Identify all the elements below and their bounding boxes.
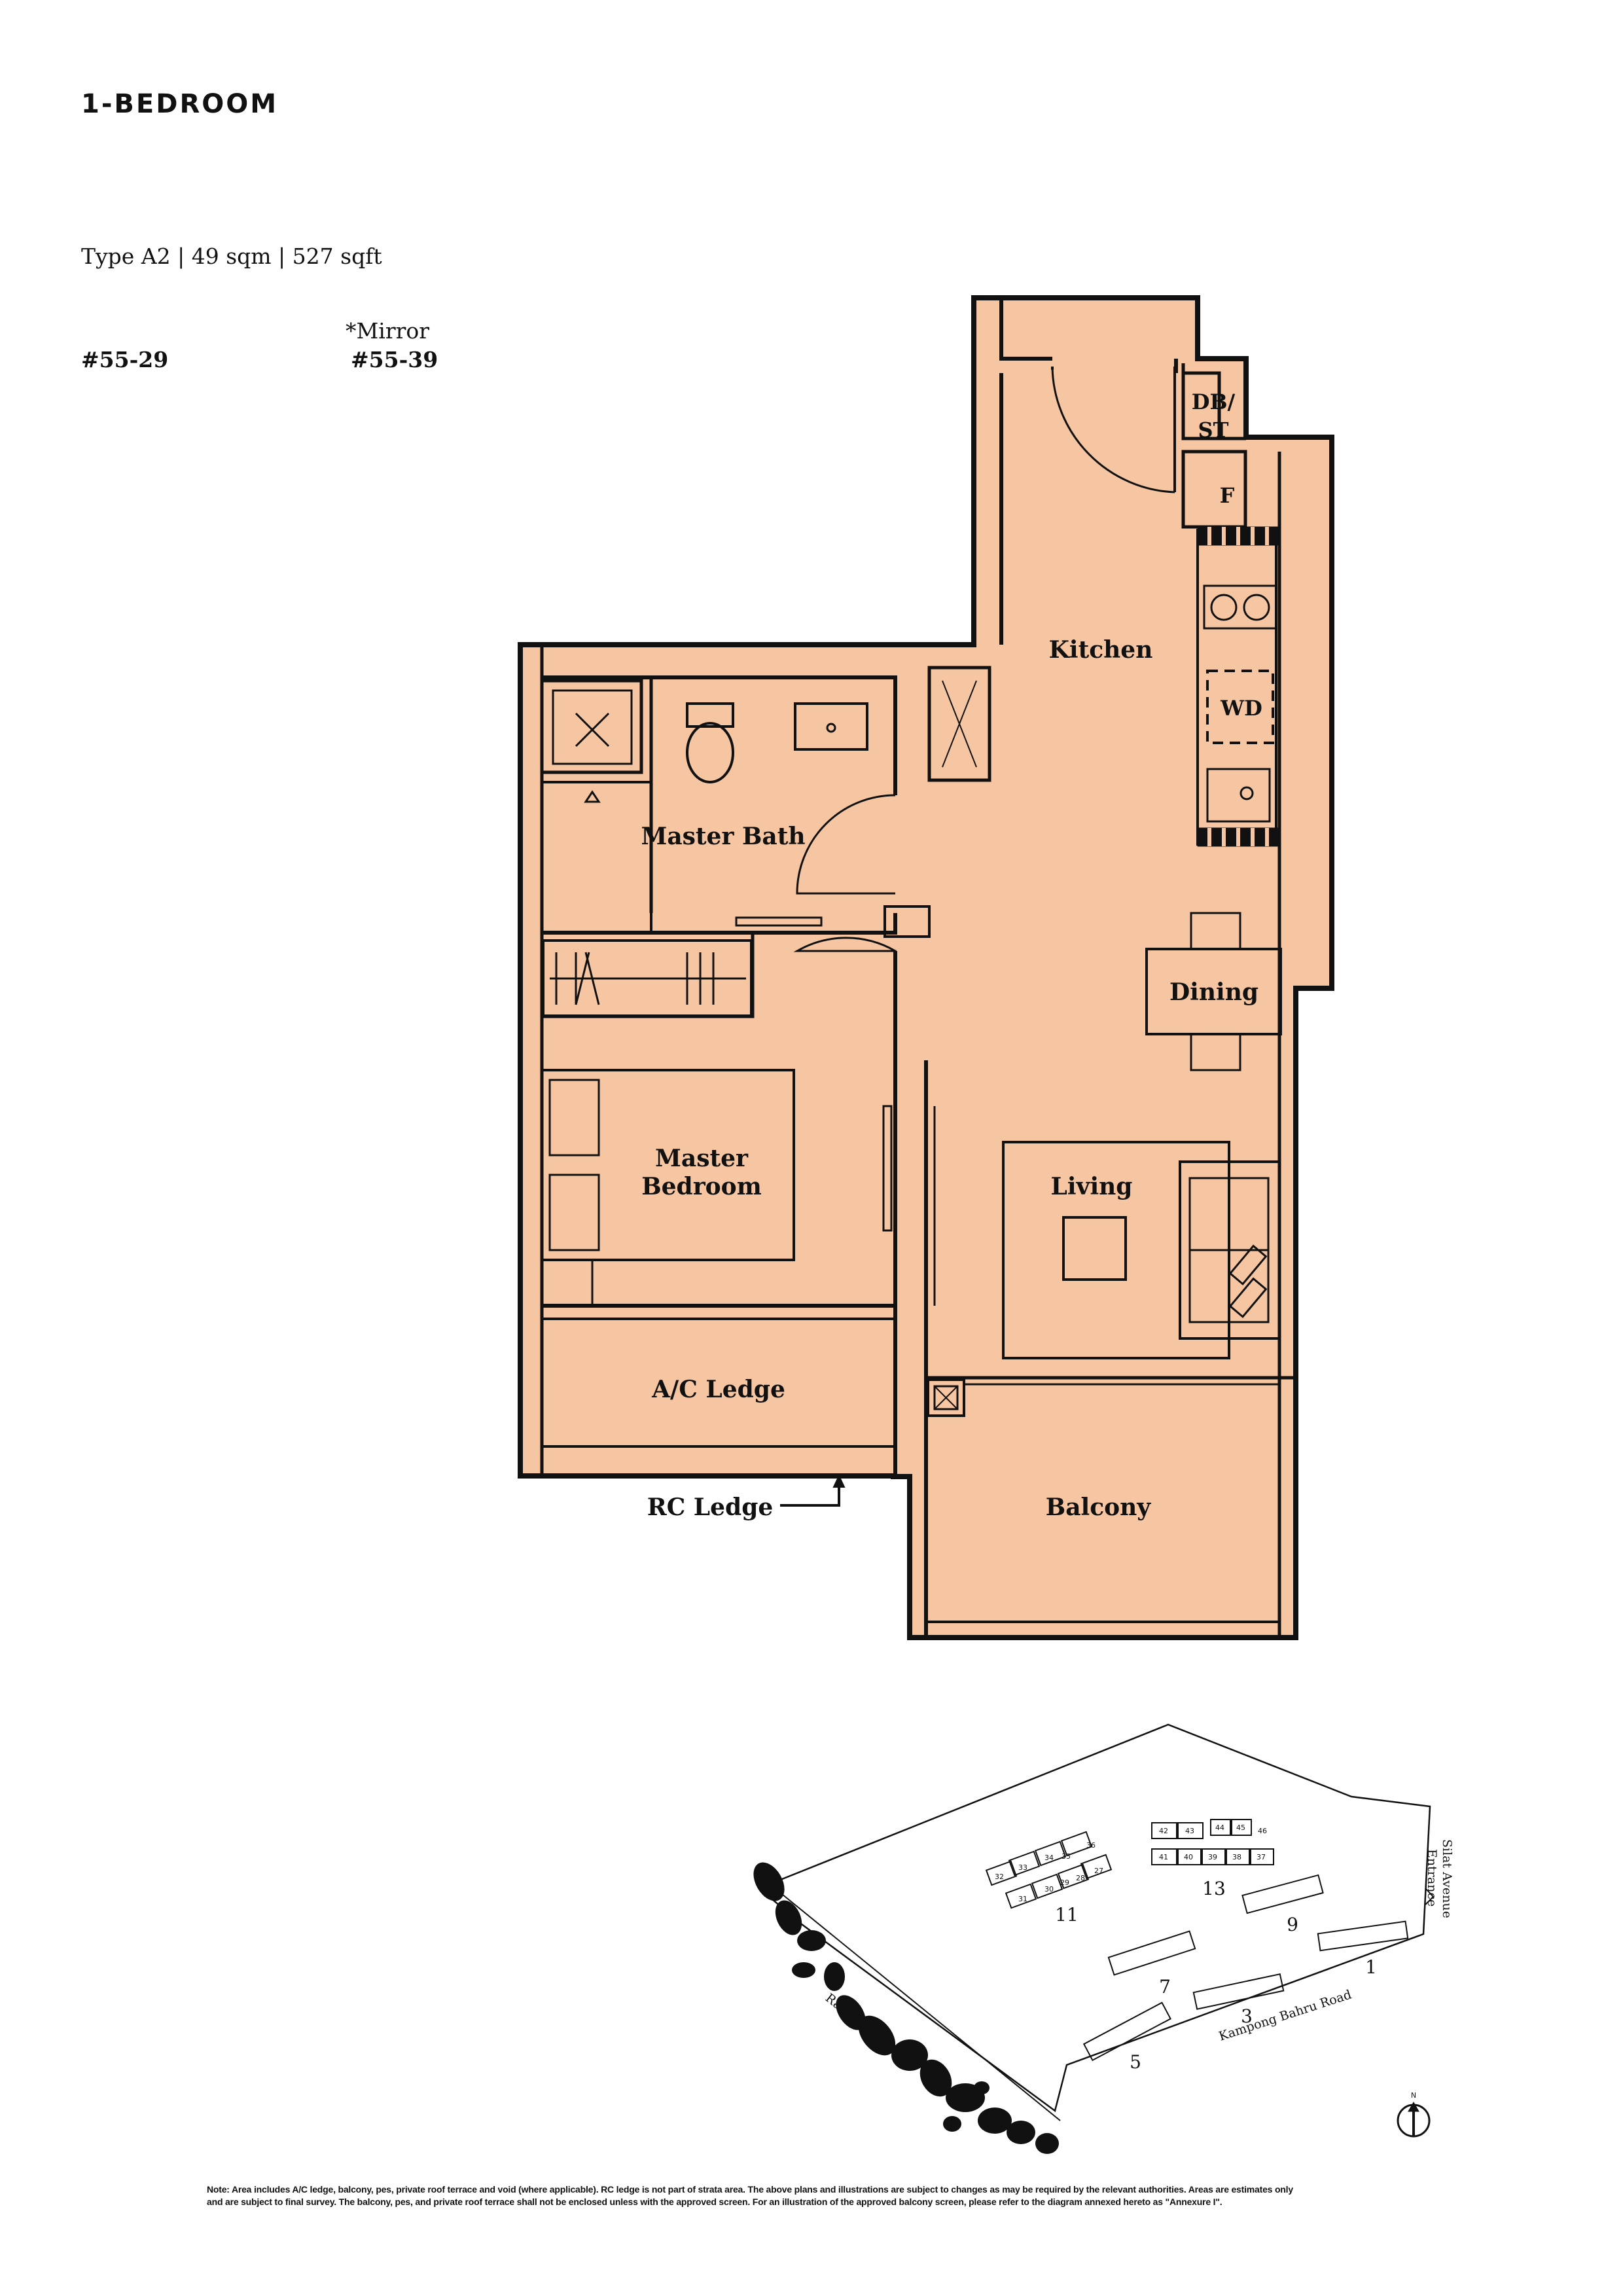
silat-avenue-label-line1: Silat Avenue — [1440, 1839, 1454, 1918]
sofa — [1179, 1160, 1281, 1340]
block-label-9: 9 — [1287, 1914, 1298, 1935]
footer-note-line2: and are subject to final survey. The bal… — [207, 2197, 1222, 2207]
living-label: Living — [1051, 1173, 1133, 1200]
block-label-5: 5 — [1130, 2051, 1141, 2073]
unit-num-33: 33 — [1018, 1863, 1027, 1872]
block-9 — [1241, 1874, 1324, 1914]
north-label: N — [1411, 2091, 1416, 2100]
basin-icon — [794, 702, 868, 751]
entrance-arrow — [1425, 1888, 1435, 1905]
kitchen-label: Kitchen — [1049, 636, 1153, 664]
unit-num-39: 39 — [1208, 1853, 1217, 1861]
page-heading: 1-BEDROOM — [81, 89, 279, 119]
bedroom-door-swing — [793, 937, 897, 1049]
block-11 — [985, 1831, 1113, 1909]
block-label-13: 13 — [1202, 1878, 1226, 1899]
block-13 — [1151, 1819, 1274, 1865]
balcony-label: Balcony — [1046, 1494, 1152, 1521]
block-1 — [1317, 1920, 1409, 1952]
rail-corridor-trees — [753, 1862, 1059, 2154]
unit-num-27: 27 — [1094, 1867, 1103, 1875]
drain-icon — [584, 790, 601, 803]
dining-label: Dining — [1169, 978, 1258, 1006]
unit-num-29: 29 — [1060, 1878, 1069, 1887]
unit-num-32: 32 — [995, 1873, 1004, 1881]
kitchen-shower-box — [927, 666, 991, 782]
room-labels: Kitchen Master Bath Dining Master Bedroo… — [641, 389, 1262, 1521]
unit-num-28: 28 — [1076, 1874, 1085, 1882]
door-frame-box — [883, 905, 931, 938]
sliding-door — [735, 916, 823, 927]
bath-wall-top — [542, 675, 897, 795]
bath-wall-bottom — [542, 913, 897, 935]
block-3 — [1192, 1973, 1285, 2010]
rc-ledge-label: RC Ledge — [647, 1494, 774, 1521]
silat-avenue-label-line2: Entrance — [1425, 1849, 1439, 1907]
rail-corridor-label: Rail Corridor — [823, 1991, 897, 2054]
hob-icon — [1203, 584, 1277, 630]
rc-ledge-arrow — [780, 1474, 846, 1507]
kampong-bahru-road-label: Kampong Bahru Road — [1217, 1987, 1353, 2043]
block-label-1: 1 — [1365, 1956, 1377, 1978]
unit-num-37: 37 — [1257, 1853, 1266, 1861]
counter-hatch-bottom — [1197, 827, 1280, 847]
master-bath-label: Master Bath — [641, 823, 805, 850]
site-boundary — [757, 1723, 1431, 2113]
toilet-icon — [686, 702, 734, 783]
entry-door-swing — [1051, 366, 1175, 493]
north-arrow-icon — [1397, 2101, 1431, 2138]
mirror-unit-number: #55-39 — [351, 347, 438, 372]
db-st-box — [1181, 371, 1221, 440]
bedroom-bottom-wall — [542, 1304, 897, 1476]
unit-number: #55-29 — [81, 347, 169, 372]
bath-shelf — [541, 781, 652, 934]
unit-num-38: 38 — [1232, 1853, 1241, 1861]
bath-door-swing — [796, 794, 896, 895]
bed — [541, 1069, 795, 1306]
dining-table — [1145, 912, 1282, 1071]
unit-num-31: 31 — [1018, 1895, 1027, 1903]
unit-num-36: 36 — [1086, 1841, 1096, 1850]
footer-note: Note: Area includes A/C ledge, balcony, … — [207, 2183, 1437, 2208]
inner-wall-top — [999, 298, 1052, 361]
unit-num-41: 41 — [1159, 1853, 1168, 1861]
rail-corridor-line — [778, 1891, 1061, 2121]
unit-num-45: 45 — [1236, 1823, 1245, 1832]
block-label-7: 7 — [1159, 1976, 1171, 1998]
unit-num-42: 42 — [1159, 1827, 1168, 1835]
unit-outline — [518, 295, 1334, 1640]
floor-plan — [518, 295, 1334, 1640]
washer-dryer-label: WD — [1220, 696, 1262, 721]
unit-num-40: 40 — [1184, 1853, 1193, 1861]
db-st-label-line2: ST — [1198, 418, 1229, 442]
block-7 — [1107, 1930, 1196, 1976]
footer-note-line1: Note: Area includes A/C ledge, balcony, … — [207, 2184, 1293, 2195]
unit-num-35: 35 — [1061, 1852, 1071, 1861]
unit-num-30: 30 — [1044, 1885, 1054, 1893]
unit-num-46: 46 — [1258, 1827, 1267, 1835]
fridge-label: F — [1220, 483, 1235, 508]
db-st-label-line1: DB/ — [1192, 389, 1236, 414]
mirror-label: *Mirror — [346, 318, 430, 344]
block-label-3: 3 — [1241, 2005, 1253, 2027]
unit-num-44: 44 — [1215, 1823, 1224, 1832]
block-5 — [1082, 2001, 1171, 2062]
counter-hatch-top — [1197, 526, 1280, 546]
unit-num-34: 34 — [1044, 1854, 1054, 1862]
unit-summary: Type A2 | 49 sqm | 527 sqft — [81, 243, 382, 269]
shower-stall — [540, 679, 643, 774]
service-box — [927, 1378, 965, 1417]
master-bedroom-label-line2: Bedroom — [641, 1173, 762, 1200]
site-plan — [753, 1723, 1435, 2154]
ac-ledge-label: A/C Ledge — [651, 1376, 785, 1403]
bedroom-window — [882, 1105, 893, 1232]
unit-num-43: 43 — [1185, 1827, 1194, 1835]
master-bedroom-label-line1: Master — [655, 1145, 749, 1172]
sink-icon — [1206, 768, 1271, 823]
wardrobe — [542, 939, 753, 1017]
block-label-11: 11 — [1055, 1904, 1079, 1926]
washer-dryer-box — [1206, 670, 1274, 744]
